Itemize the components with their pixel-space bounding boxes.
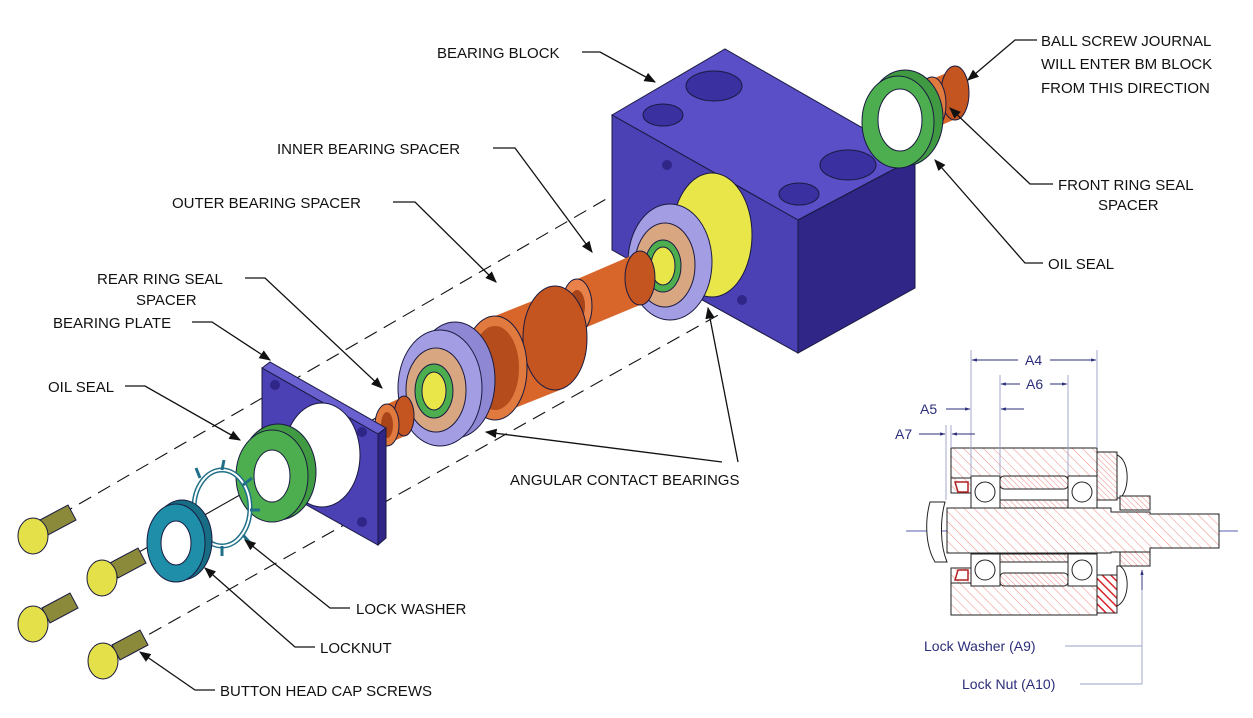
screw	[17, 592, 79, 643]
oil-seal-left	[235, 423, 317, 523]
label-ball-screw-line2: WILL ENTER BM BLOCK	[1041, 56, 1212, 73]
label-oil-seal-right: OIL SEAL	[1048, 256, 1114, 273]
oil-seal-right	[861, 69, 944, 169]
screw	[87, 629, 149, 680]
screw	[17, 504, 77, 555]
housing-upper	[950, 447, 1098, 479]
label-oil-seal-left: OIL SEAL	[48, 379, 114, 396]
callout-lock-nut-a10: Lock Nut (A10)	[962, 676, 1055, 692]
housing-lower	[950, 582, 1098, 616]
dimension-a7: A7	[895, 426, 912, 442]
dimension-a5: A5	[920, 401, 937, 417]
label-bearing-plate: BEARING PLATE	[53, 315, 171, 332]
callout-lock-washer-a9: Lock Washer (A9)	[924, 638, 1036, 654]
dimension-a6: A6	[1026, 376, 1043, 392]
label-locknut: LOCKNUT	[320, 640, 392, 657]
screw	[86, 547, 147, 597]
label-button-head-cap-screws: BUTTON HEAD CAP SCREWS	[220, 683, 432, 700]
label-bearing-block: BEARING BLOCK	[437, 45, 560, 62]
section-bearings	[970, 475, 1098, 587]
label-rear-ring-seal-spacer: SPACER	[136, 292, 197, 309]
section-end-plate	[1096, 451, 1118, 501]
cross-section-view: A4 A6 A5 A7 Lock Washer (A9) Lock Nut (A…	[895, 350, 1238, 692]
dimension-lines	[919, 350, 1144, 685]
label-lock-washer: LOCK WASHER	[356, 601, 466, 618]
section-lock-washer	[1119, 495, 1151, 511]
label-ball-screw-line1: BALL SCREW JOURNAL	[1041, 33, 1211, 50]
label-inner-bearing-spacer: INNER BEARING SPACER	[277, 141, 460, 158]
ball-screw-end	[926, 501, 948, 563]
label-ball-screw-line3: FROM THIS DIRECTION	[1041, 80, 1210, 97]
label-angular-contact-bearings: ANGULAR CONTACT BEARINGS	[510, 472, 739, 489]
label-rear-ring-seal: REAR RING SEAL	[97, 271, 223, 288]
label-front-ring-seal-spacer: SPACER	[1098, 197, 1159, 214]
locknut	[146, 499, 213, 583]
section-lock-nut	[1096, 574, 1118, 614]
leader-lines	[125, 39, 1053, 691]
angular-contact-bearing-left	[397, 321, 496, 447]
button-head-cap-screws	[17, 504, 149, 680]
label-front-ring-seal: FRONT RING SEAL	[1058, 177, 1194, 194]
dimension-a4: A4	[1025, 352, 1042, 368]
section-shaft	[946, 507, 1220, 554]
label-outer-bearing-spacer: OUTER BEARING SPACER	[172, 195, 361, 212]
